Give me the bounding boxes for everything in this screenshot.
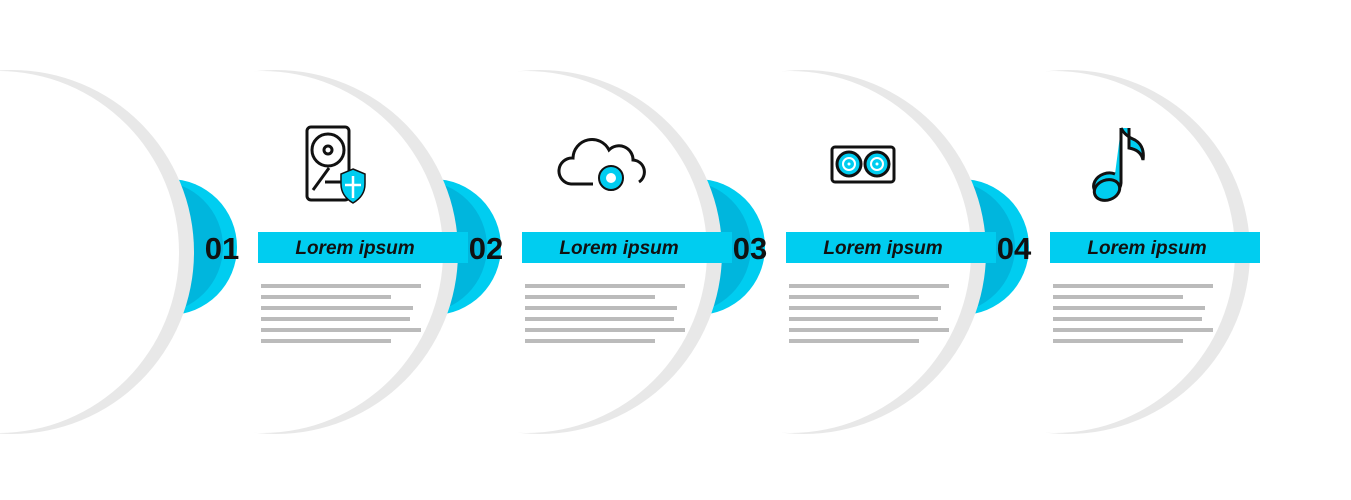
step-title: Lorem ipsum: [1087, 238, 1206, 259]
text-placeholder-line: [789, 339, 919, 343]
cloud-sync-icon: [557, 137, 646, 191]
title-bar: [258, 232, 468, 263]
text-placeholder-line: [525, 328, 685, 332]
text-placeholder-line: [789, 284, 949, 288]
title-bar: [1050, 232, 1260, 263]
text-placeholder-line: [261, 295, 391, 299]
text-placeholder-line: [789, 295, 919, 299]
text-placeholder-line: [525, 317, 674, 321]
text-placeholder-line: [525, 295, 655, 299]
circle-segment-1: [0, 70, 194, 434]
step-number: 01: [205, 231, 239, 266]
step-title: Lorem ipsum: [823, 238, 942, 259]
text-placeholder-line: [525, 339, 655, 343]
text-placeholder-line: [1053, 306, 1205, 310]
text-placeholder-line: [1053, 328, 1213, 332]
music-note-icon: [1092, 127, 1145, 202]
text-placeholder-line: [261, 306, 413, 310]
text-placeholder-line: [1053, 339, 1183, 343]
circle-segment-5: Lorem ipsum: [873, 70, 1260, 434]
step-number: 02: [469, 231, 503, 266]
text-placeholder-line: [1053, 317, 1202, 321]
text-placeholder-line: [1053, 295, 1183, 299]
speaker-icon: [830, 145, 896, 184]
text-placeholder-line: [261, 284, 421, 288]
step-title: Lorem ipsum: [295, 238, 414, 259]
step-title: Lorem ipsum: [559, 238, 678, 259]
text-placeholder-line: [261, 328, 421, 332]
text-placeholder-line: [261, 339, 391, 343]
text-placeholder-line: [525, 284, 685, 288]
step-number: 03: [733, 231, 767, 266]
text-placeholder-line: [261, 317, 410, 321]
hard-drive-shield-icon: [305, 125, 366, 204]
text-placeholder-line: [789, 306, 941, 310]
text-placeholder-line: [789, 317, 938, 321]
circle-segment-4: Lorem ipsum: [609, 70, 996, 434]
circle-body: [0, 71, 179, 433]
text-placeholder-line: [789, 328, 949, 332]
circle-segment-3: Lorem ipsum: [345, 70, 732, 434]
text-placeholder-line: [1053, 284, 1213, 288]
title-bar: [522, 232, 732, 263]
step-number: 04: [997, 231, 1032, 266]
title-bar: [786, 232, 996, 263]
text-placeholder-line: [525, 306, 677, 310]
circle-segment-2: Lorem ipsum: [81, 70, 468, 434]
